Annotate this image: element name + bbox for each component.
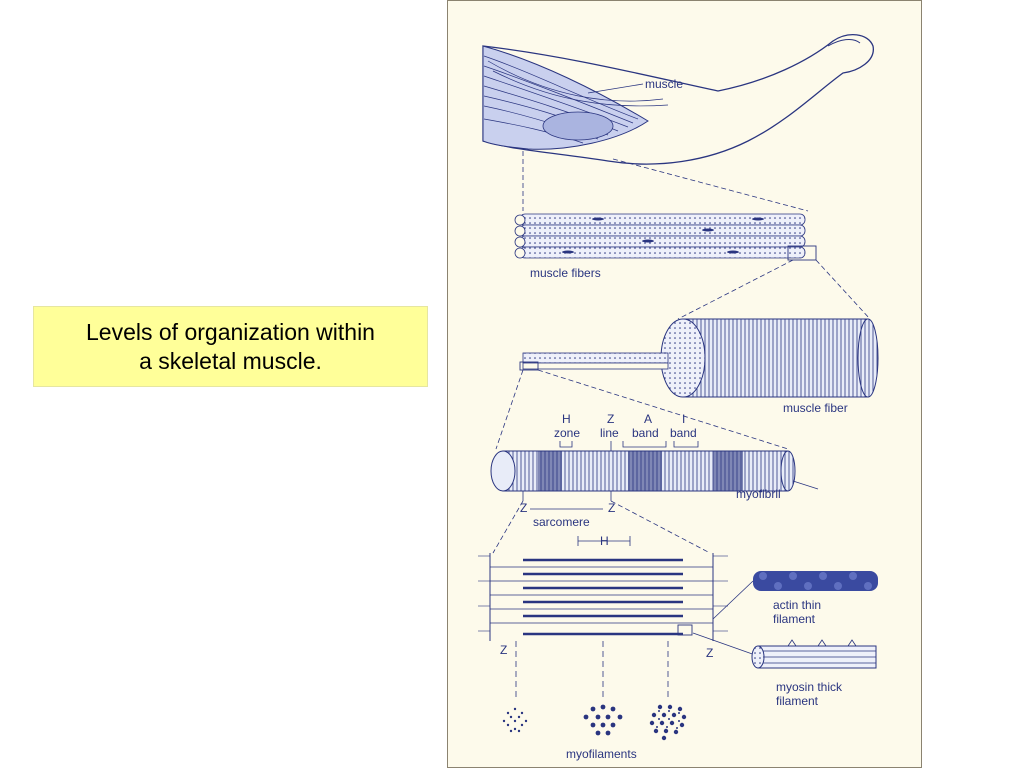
label-actin-1: actin thin: [773, 598, 821, 612]
caption-line-1: Levels of organization within: [86, 318, 375, 345]
label-myofibril: myofibril: [736, 487, 781, 501]
label-a-band: band: [632, 426, 659, 440]
caption-text: Levels of organization within a skeletal…: [76, 318, 385, 376]
label-muscle-fibers: muscle fibers: [530, 266, 601, 280]
label-z-bottom-right: Z: [706, 646, 713, 660]
actin-filament-illustration: [712, 571, 878, 620]
muscle-fiber-cylinder: [519, 318, 879, 398]
caption-box: Levels of organization within a skeletal…: [33, 306, 428, 387]
label-z-left: Z: [520, 501, 527, 515]
label-z-line: line: [600, 426, 619, 440]
caption-line-2: a skeletal muscle.: [139, 347, 322, 374]
cross-section-thick: [583, 704, 623, 736]
label-z-letter: Z: [607, 412, 614, 426]
label-muscle: muscle: [645, 77, 683, 91]
label-a-letter: A: [644, 412, 652, 426]
label-z-bottom-left: Z: [500, 643, 507, 657]
label-h-span: H: [600, 534, 609, 548]
sarcomere-filaments: [478, 553, 728, 641]
myofibril-cylinder: [490, 450, 796, 501]
label-h-zone: zone: [554, 426, 580, 440]
label-muscle-fiber: muscle fiber: [783, 401, 848, 415]
myosin-filament-illustration: [692, 632, 877, 669]
arm-illustration: [482, 34, 874, 165]
label-actin-2: filament: [773, 612, 816, 626]
label-h-letter: H: [562, 412, 571, 426]
label-z-right: Z: [608, 501, 615, 515]
label-myosin-1: myosin thick: [776, 680, 843, 694]
label-i-letter: I: [682, 412, 685, 426]
label-i-band: band: [670, 426, 697, 440]
muscle-leader: [587, 83, 644, 94]
label-myofilaments: myofilaments: [566, 747, 637, 761]
cross-section-overlap: [649, 704, 687, 741]
label-myosin-2: filament: [776, 694, 819, 708]
label-sarcomere: sarcomere: [533, 515, 590, 529]
figure-drawing: muscle muscle fibers: [478, 34, 879, 761]
muscle-fibers-bundle: [514, 213, 817, 261]
muscle-organization-figure: muscle muscle fibers: [447, 0, 922, 768]
cross-section-thin: [502, 707, 528, 733]
